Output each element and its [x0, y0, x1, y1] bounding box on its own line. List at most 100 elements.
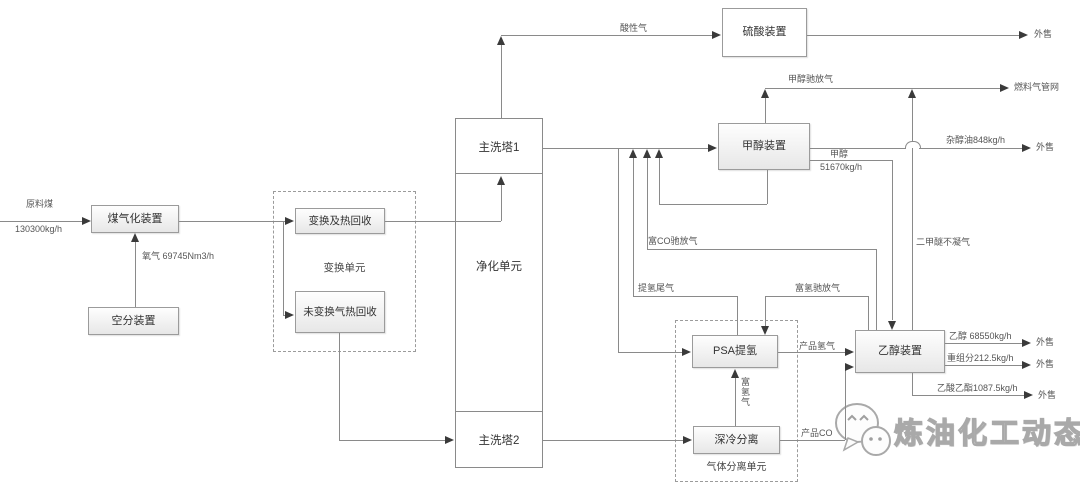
arrowhead — [1022, 339, 1031, 347]
flow-line — [765, 296, 868, 297]
flow-line — [135, 242, 136, 307]
flow-line — [543, 148, 709, 149]
arrowhead — [708, 144, 717, 152]
flow-line — [179, 221, 286, 222]
node-sulfuric-acid-unit: 硫酸装置 — [722, 8, 807, 57]
sink-label-external-sale: 外售 — [1036, 359, 1055, 369]
flow-line — [765, 88, 1001, 89]
flow-line — [945, 343, 1024, 344]
flow-line — [455, 173, 543, 174]
flow-line — [339, 440, 447, 441]
node-coal-gasification: 煤气化装置 — [91, 205, 179, 233]
flow-line — [912, 148, 913, 330]
watermark-text: 炼油化工动态 — [893, 417, 1080, 450]
group-label-gas-separation-unit: 气体分离单元 — [706, 462, 767, 473]
flow-line — [810, 160, 892, 161]
stream-label-product-hydrogen: 产品氢气 — [799, 341, 836, 351]
arrowhead — [1022, 361, 1031, 369]
stream-label-methanol-purge-gas: 甲醇驰放气 — [788, 74, 834, 84]
flow-line — [501, 44, 502, 118]
arrowhead — [682, 348, 691, 356]
stream-label-fusel-oil: 杂醇油848kg/h — [946, 135, 1006, 145]
line-crossing-hop — [905, 141, 921, 149]
stream-label-acid-gas: 酸性气 — [620, 23, 648, 33]
sink-label-external-sale: 外售 — [1034, 29, 1053, 39]
arrowhead — [845, 348, 854, 356]
watermark: 炼油化工动态 — [832, 398, 1080, 464]
flow-line — [0, 221, 84, 222]
flow-line — [647, 249, 876, 250]
flow-line — [501, 184, 502, 221]
sink-label-external-sale: 外售 — [1038, 390, 1057, 400]
arrowhead — [655, 149, 663, 158]
node-shift-heat-recovery: 变换及热回收 — [295, 208, 385, 234]
flow-line — [912, 395, 1026, 396]
flow-line — [892, 160, 893, 320]
flow-line — [633, 157, 634, 296]
flow-line — [912, 373, 913, 395]
flow-line — [767, 170, 768, 204]
stream-label-h2-rich-purge-gas: 富氢驰放气 — [795, 283, 841, 293]
arrowhead — [683, 436, 692, 444]
stream-label-oxygen: 氧气 69745Nm3/h — [142, 251, 215, 261]
flow-line — [765, 96, 766, 123]
stream-label-ethanol-product: 乙醇 68550kg/h — [949, 331, 1012, 341]
stream-label-methanol-rate: 51670kg/h — [820, 162, 863, 172]
arrowhead — [761, 326, 769, 335]
flow-line — [618, 352, 684, 353]
arrowhead — [1022, 144, 1031, 152]
node-methanol-unit: 甲醇装置 — [718, 123, 810, 170]
sink-label-external-sale: 外售 — [1036, 142, 1055, 152]
stream-label-raw-coal-rate: 130300kg/h — [15, 224, 63, 234]
flow-line — [283, 221, 284, 315]
flow-line — [912, 96, 913, 141]
node-air-separation: 空分装置 — [88, 307, 179, 335]
arrowhead — [643, 149, 651, 158]
node-cryogenic-separation: 深冷分离 — [693, 426, 780, 454]
flow-line — [501, 35, 713, 36]
flow-line — [618, 148, 619, 352]
node-label-purification-unit: 净化单元 — [476, 261, 522, 273]
stream-label-dme-noncondensable-gas: 二甲醚不凝气 — [916, 237, 971, 247]
sink-label-fuel-gas-network: 燃料气管网 — [1014, 82, 1060, 92]
flow-line — [919, 148, 1023, 149]
sink-label-external-sale: 外售 — [1036, 337, 1055, 347]
flow-line — [385, 221, 501, 222]
arrowhead — [497, 36, 505, 45]
stream-label-raw-coal: 原料煤 — [26, 199, 54, 209]
arrowhead — [761, 89, 769, 98]
flow-line — [659, 157, 660, 204]
flow-line — [765, 296, 766, 326]
flow-line — [737, 296, 738, 335]
flow-line — [543, 440, 684, 441]
group-label-shift-unit: 变换单元 — [323, 262, 366, 274]
node-label-main-wash-tower-2: 主洗塔2 — [478, 435, 520, 447]
arrowhead — [1019, 31, 1028, 39]
arrowhead — [1024, 391, 1033, 399]
flow-line — [945, 365, 1024, 366]
flow-line — [455, 411, 543, 412]
flow-line — [876, 249, 877, 330]
arrowhead — [908, 89, 916, 98]
flow-line — [735, 377, 736, 426]
arrowhead — [888, 321, 896, 330]
flow-line — [810, 148, 905, 149]
stream-label-ethyl-acetate: 乙酸乙酯1087.5kg/h — [937, 383, 1018, 393]
stream-label-heavy-fraction: 重组分212.5kg/h — [947, 353, 1014, 363]
arrowhead — [1000, 84, 1009, 92]
flow-line — [778, 352, 848, 353]
node-ethanol-unit: 乙醇装置 — [855, 330, 945, 373]
arrowhead — [712, 31, 721, 39]
arrowhead — [285, 217, 294, 225]
node-label-main-wash-tower-1: 主洗塔1 — [478, 142, 520, 154]
flow-line — [845, 367, 846, 440]
flow-line — [633, 296, 737, 297]
flow-line — [659, 204, 767, 205]
arrowhead — [131, 233, 139, 242]
stream-label-product-co: 产品CO — [801, 428, 833, 438]
wechat-icon — [835, 403, 891, 456]
arrowhead — [629, 149, 637, 158]
arrowhead — [845, 363, 854, 371]
arrowhead — [497, 176, 505, 185]
